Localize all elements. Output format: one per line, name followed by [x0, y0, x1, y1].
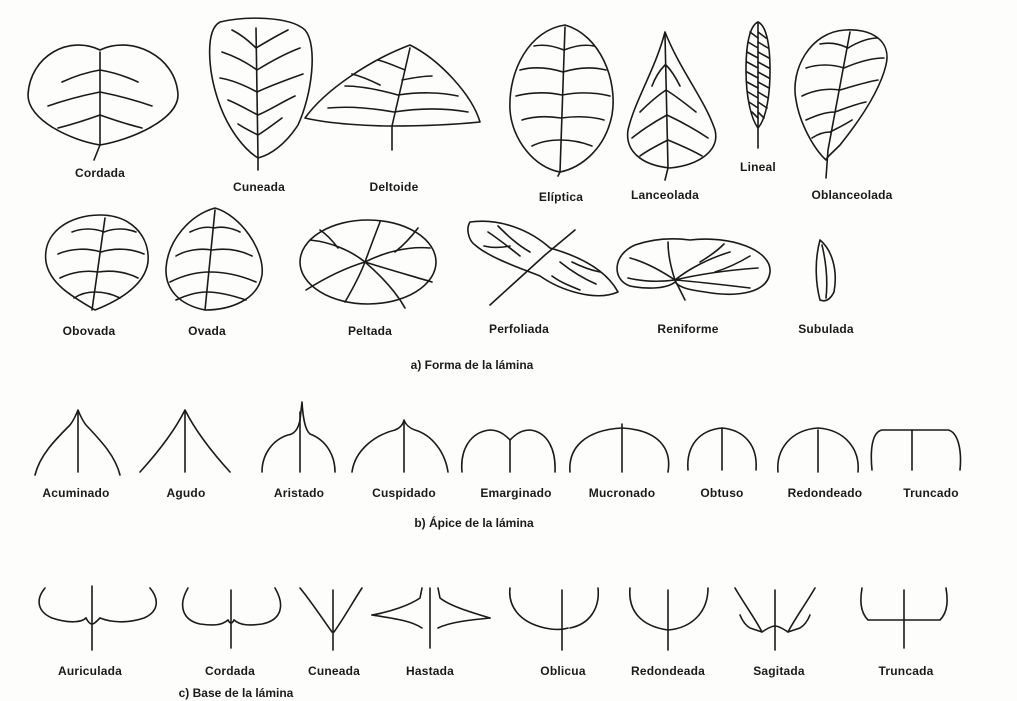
label-sagitada: Sagitada: [753, 664, 805, 678]
mucronado-apex-drawing: [570, 424, 669, 472]
hastada-base-drawing: [372, 588, 490, 648]
label-redondeado: Redondeado: [788, 486, 863, 500]
auriculada-base-drawing: [39, 586, 156, 650]
reniforme-leaf-drawing: [617, 239, 770, 300]
cuneada-base-drawing: [300, 588, 362, 650]
label-acuminado: Acuminado: [42, 486, 109, 500]
label-cuneada-base: Cuneada: [308, 664, 360, 678]
caption-forma: a) Forma de la lámina: [411, 358, 534, 372]
label-cuneada: Cuneada: [233, 180, 285, 194]
label-truncado: Truncado: [903, 486, 959, 500]
eliptica-leaf-drawing: [510, 25, 613, 176]
label-lineal: Lineal: [740, 160, 776, 174]
label-deltoide: Deltoide: [370, 180, 419, 194]
aristado-apex-drawing: [262, 402, 335, 472]
oblanceolada-leaf-drawing: [795, 30, 887, 178]
cuneada-leaf-drawing: [210, 18, 313, 170]
cordada-base-drawing: [183, 588, 281, 648]
label-oblicua: Oblicua: [540, 664, 585, 678]
subulada-leaf-drawing: [816, 240, 835, 301]
label-cordada: Cordada: [75, 166, 125, 180]
label-obovada: Obovada: [63, 324, 116, 338]
label-lanceolada: Lanceolada: [631, 188, 699, 202]
label-ovada: Ovada: [188, 324, 226, 338]
peltada-leaf-drawing: [300, 220, 436, 308]
sagitada-base-drawing: [735, 588, 815, 650]
truncado-apex-drawing: [871, 430, 960, 470]
label-eliptica: Elíptica: [539, 190, 583, 204]
label-emarginado: Emarginado: [480, 486, 551, 500]
cordada-leaf-drawing: [28, 45, 178, 160]
label-auriculada: Auriculada: [58, 664, 122, 678]
obtuso-apex-drawing: [688, 428, 756, 470]
caption-base: c) Base de la lámina: [179, 686, 294, 700]
emarginado-apex-drawing: [462, 430, 555, 472]
redondeada-base-drawing: [630, 588, 708, 650]
label-peltada: Peltada: [348, 324, 392, 338]
label-mucronado: Mucronado: [589, 486, 655, 500]
label-truncada: Truncada: [879, 664, 934, 678]
label-cordada-base: Cordada: [205, 664, 255, 678]
perfoliada-leaf-drawing: [468, 221, 618, 305]
lanceolada-leaf-drawing: [628, 32, 716, 180]
label-hastada: Hastada: [406, 664, 454, 678]
lineal-leaf-drawing: [746, 22, 770, 148]
label-subulada: Subulada: [798, 322, 854, 336]
acuminado-apex-drawing: [35, 410, 120, 475]
oblicua-base-drawing: [510, 588, 598, 650]
agudo-apex-drawing: [140, 410, 230, 472]
label-oblanceolada: Oblanceolada: [811, 188, 892, 202]
obovada-leaf-drawing: [46, 215, 149, 310]
label-agudo: Agudo: [167, 486, 206, 500]
label-cuspidado: Cuspidado: [372, 486, 436, 500]
label-aristado: Aristado: [274, 486, 324, 500]
deltoide-leaf-drawing: [305, 45, 480, 150]
cuspidado-apex-drawing: [352, 420, 448, 472]
caption-apice: b) Ápice de la lámina: [414, 516, 533, 530]
ovada-leaf-drawing: [166, 208, 262, 310]
label-reniforme: Reniforme: [657, 322, 718, 336]
label-obtuso: Obtuso: [700, 486, 743, 500]
label-redondeada: Redondeada: [631, 664, 705, 678]
redondeado-apex-drawing: [778, 428, 858, 472]
truncada-base-drawing: [861, 588, 947, 648]
label-perfoliada: Perfoliada: [489, 322, 549, 336]
